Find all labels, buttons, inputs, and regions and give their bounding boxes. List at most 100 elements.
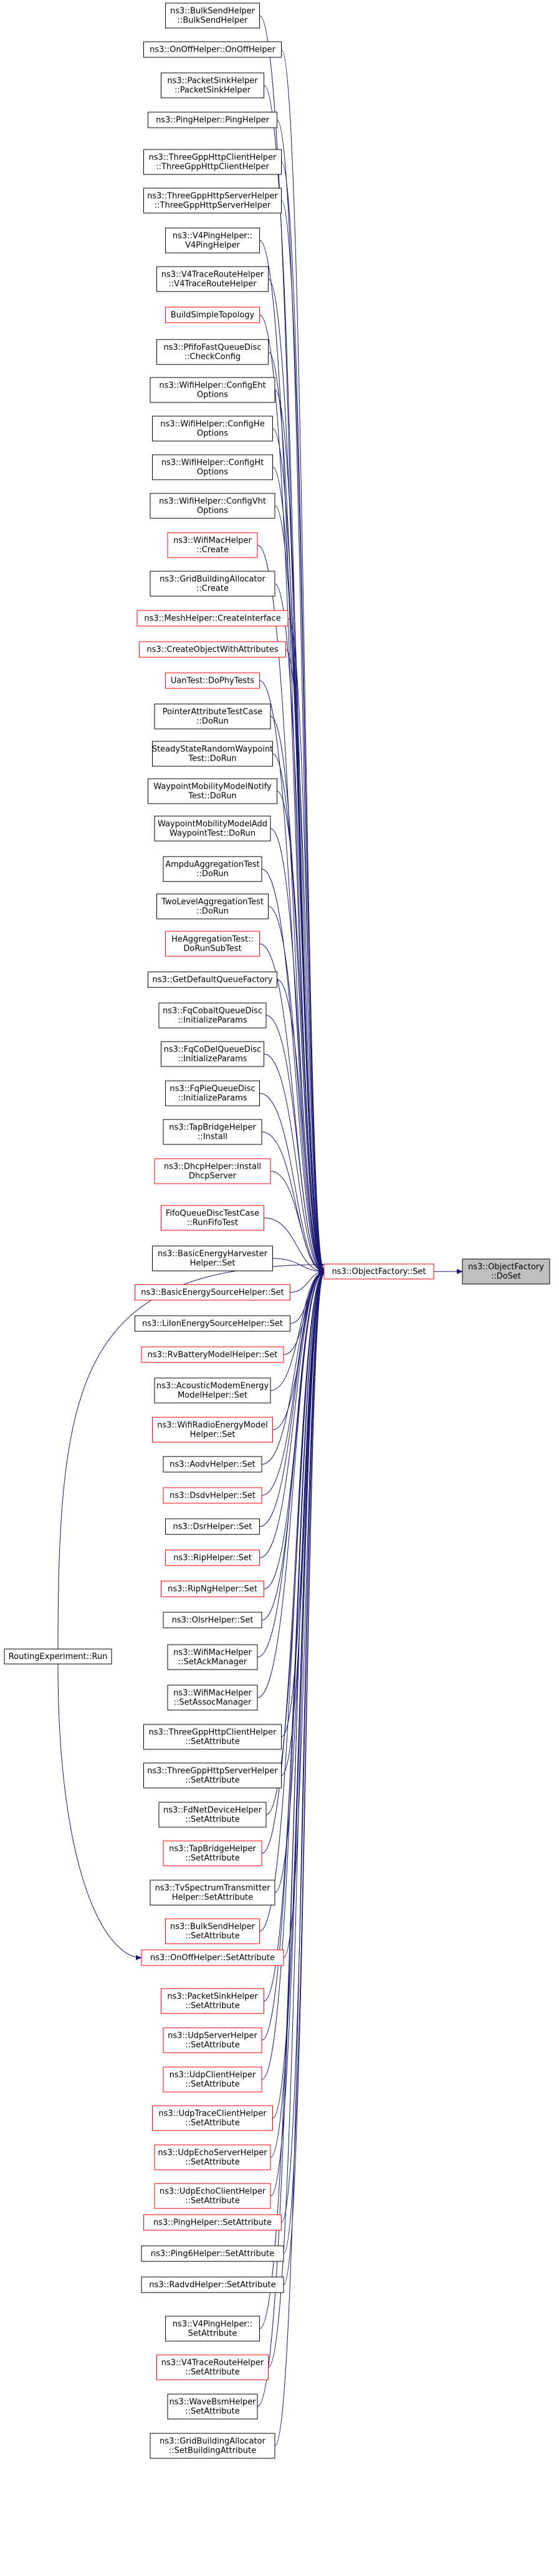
caller-node[interactable]: ns3::OnOffHelper::SetAttribute [141,1949,284,1966]
caller-node-label-line: ns3::WifiHelper::ConfigEht [159,381,265,391]
caller-node-box [139,641,286,658]
edges-layer [57,15,463,2446]
caller-node[interactable]: ns3::WifiMacHelper::Create [167,532,258,558]
caller-node[interactable]: HeAggregationTest::DoRunSubTest [165,931,260,957]
caller-node-label-line: ns3::V4PingHelper:: [173,2320,252,2329]
caller-node[interactable]: ns3::OlsrHelper::Set [163,1612,262,1628]
caller-node[interactable]: PointerAttributeTestCase::DoRun [154,703,271,730]
caller-node[interactable]: ns3::UdpServerHelper::SetAttribute [163,2027,262,2053]
caller-node[interactable]: ns3::WaveBsmHelper::SetAttribute [167,2393,258,2420]
caller-node[interactable]: ns3::LiIonEnergySourceHelper::Set [135,1315,290,1332]
caller-node[interactable]: ns3::RvBatteryModelHelper::Set [141,1346,284,1363]
caller-node-label-line: ::V4TraceRouteHelper [168,280,257,289]
caller-node[interactable]: ns3::TapBridgeHelper::Install [163,1119,262,1145]
caller-node[interactable]: ns3::TapBridgeHelper::SetAttribute [163,1840,262,1866]
caller-node[interactable]: ns3::BulkSendHelper::SetAttribute [165,1918,260,1944]
routing-experiment-run-node[interactable]: RoutingExperiment::Run [4,1648,112,1665]
caller-node[interactable]: ns3::RipNgHelper::Set [161,1580,264,1597]
caller-node[interactable]: ns3::DsdvHelper::Set [163,1487,262,1504]
caller-node[interactable]: ns3::FqPieQueueDisc::InitializeParams [165,1080,260,1106]
caller-node-label-line: TwoLevelAggregationTest [161,898,264,907]
caller-node[interactable]: ns3::FdNetDeviceHelper::SetAttribute [158,1802,267,1828]
caller-node[interactable]: ns3::UdpClientHelper::SetAttribute [163,2066,262,2093]
caller-node[interactable]: UanTest::DoPhyTests [165,672,260,689]
caller-node[interactable]: ns3::PingHelper::PingHelper [148,112,277,128]
caller-node[interactable]: ns3::V4PingHelper::V4PingHelper [165,227,260,254]
caller-node[interactable]: ns3::RadvdHelper::SetAttribute [141,2276,284,2293]
caller-node-box [152,416,273,442]
caller-node-label-line: BuildSimpleTopology [171,311,255,320]
caller-node[interactable]: ns3::GetDefaultQueueFactory [148,971,277,988]
caller-node-label-line: ns3::OlsrHelper::Set [172,1616,254,1625]
caller-node[interactable]: BuildSimpleTopology [165,307,260,323]
edge-to-set [277,979,325,1274]
caller-node[interactable]: ns3::AodvHelper::Set [163,1456,262,1473]
caller-node-label-line: WaypointTest::DoRun [170,829,256,839]
caller-node[interactable]: FifoQueueDiscTestCase::RunFifoTest [161,1205,264,1231]
caller-node-label-line: ns3::OnOffHelper::OnOffHelper [150,45,276,55]
caller-node-box [136,610,289,627]
object-factory-set-node[interactable]: ns3::ObjectFactory::Set [323,1263,434,1280]
caller-node-box [150,377,275,403]
caller-node[interactable]: ns3::GridBuildingAllocator::Create [150,571,275,597]
caller-node[interactable]: ns3::MeshHelper::CreateInterface [136,610,289,627]
caller-node[interactable]: ns3::V4TraceRouteHelper::V4TraceRouteHel… [156,266,269,292]
caller-node-label-line: ns3::PingHelper::PingHelper [156,116,270,125]
caller-node[interactable]: ns3::CreateObjectWithAttributes [139,641,286,658]
edge-to-set [264,1053,325,1274]
caller-node[interactable]: ns3::ThreeGppHttpServerHelper::SetAttrib… [143,1762,282,1789]
edge-to-set [261,868,325,1273]
caller-node-box [163,1612,262,1628]
caller-node-label-line: ns3::WifiMacHelper [173,1689,252,1698]
caller-node[interactable]: WaypointMobilityModelAddWaypointTest::Do… [154,815,271,842]
caller-node[interactable]: ns3::UdpTraceClientHelper::SetAttribute [152,2105,273,2131]
caller-node-label-line: ns3::BasicEnergySourceHelper::Set [141,1288,284,1298]
caller-node[interactable]: AmpduAggregationTest::DoRun [163,856,262,882]
caller-node[interactable]: ns3::V4TraceRouteHelper::SetAttribute [156,2354,269,2380]
edge-to-set [257,1270,325,1658]
caller-node[interactable]: ns3::TvSpectrumTransmitterHelper::SetAtt… [150,1880,275,1906]
object-factory-doset-node[interactable]: ns3::ObjectFactory::DoSet [462,1258,550,1285]
caller-node-box [167,1644,258,1670]
caller-node[interactable]: ns3::BulkSendHelper::BulkSendHelper [165,2,260,29]
caller-node[interactable]: ns3::PfifoFastQueueDisc::CheckConfig [156,339,269,365]
caller-node[interactable]: ns3::ThreeGppHttpClientHelper::ThreeGppH… [143,149,282,175]
caller-node[interactable]: ns3::DsrHelper::Set [165,1518,260,1535]
caller-node[interactable]: ns3::PingHelper::SetAttribute [143,2214,282,2231]
caller-node[interactable]: ns3::PacketSinkHelper::PacketSinkHelper [161,72,264,98]
caller-node[interactable]: ns3::ThreeGppHttpClientHelper::SetAttrib… [143,1724,282,1750]
caller-node-label-line: ns3::MeshHelper::CreateInterface [144,614,280,624]
caller-node[interactable]: ns3::GridBuildingAllocator::SetBuildingA… [150,2433,275,2459]
caller-node[interactable]: ns3::RipHelper::Set [165,1549,260,1566]
caller-node-box [163,1487,262,1504]
caller-node[interactable]: ns3::FqCoDelQueueDisc::InitializeParams [161,1041,264,1067]
caller-node[interactable]: ns3::Ping6Helper::SetAttribute [141,2245,284,2262]
object-factory-doset-node-label-line: ns3::ObjectFactory [468,1263,544,1272]
caller-node[interactable]: ns3::OnOffHelper::OnOffHelper [143,41,282,58]
caller-node[interactable]: TwoLevelAggregationTest::DoRun [156,893,269,920]
caller-node-label-line: ::SetAttribute [185,2002,240,2011]
caller-node-label-line: ns3::WifiMacHelper [173,536,252,546]
caller-node[interactable]: ns3::BasicEnergySourceHelper::Set [135,1284,290,1301]
caller-node[interactable]: ns3::WifiMacHelper::SetAssocManager [167,1685,258,1711]
caller-node[interactable]: ns3::V4PingHelper::SetAttribute [165,2316,260,2342]
caller-node[interactable]: ns3::FqCobaltQueueDisc::InitializeParams [158,1002,267,1029]
caller-node[interactable]: ns3::UdpEchoServerHelper::SetAttribute [154,2144,271,2170]
edge-to-set [257,1271,325,2407]
caller-node-label-line: ns3::PacketSinkHelper [167,1992,258,2002]
caller-node[interactable]: ns3::PacketSinkHelper::SetAttribute [161,1988,264,2014]
caller-node[interactable]: ns3::WifiMacHelper::SetAckManager [167,1644,258,1670]
caller-node-label-line: UanTest::DoPhyTests [171,677,254,686]
caller-node[interactable]: ns3::UdpEchoClientHelper::SetAttribute [154,2183,271,2209]
caller-node[interactable]: ns3::ThreeGppHttpServerHelper::ThreeGppH… [143,188,282,214]
